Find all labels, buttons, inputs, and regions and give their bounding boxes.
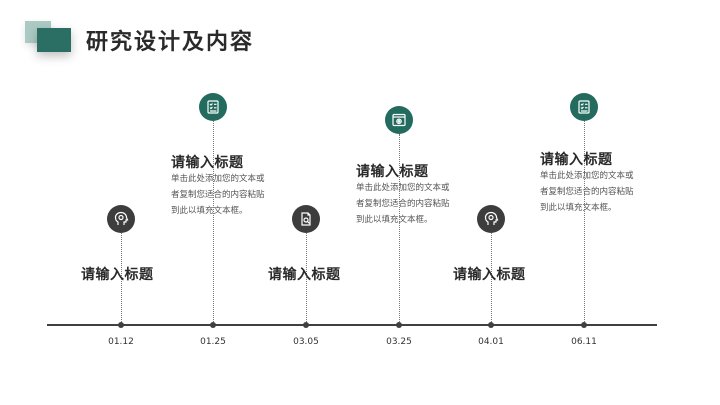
timeline-date: 03.25 (386, 337, 412, 347)
browser-gear-icon (392, 113, 406, 127)
timeline-axis (47, 324, 657, 326)
milestone-icon-3[interactable] (292, 205, 320, 233)
timeline-dot (581, 322, 587, 328)
milestone-heading-5: 请输入标题 (453, 267, 526, 283)
head-gear-icon (484, 211, 499, 225)
page-title: 研究设计及内容 (86, 29, 255, 55)
milestone-heading-3: 请输入标题 (268, 267, 341, 283)
timeline-date: 04.01 (478, 337, 504, 347)
title-decoration-front (37, 28, 71, 52)
connector-line-4 (399, 134, 400, 322)
timeline-dot (396, 322, 402, 328)
connector-line-6 (584, 121, 585, 322)
timeline-date: 01.25 (200, 337, 226, 347)
timeline-dot (118, 322, 124, 328)
timeline-date: 06.11 (571, 337, 597, 347)
checklist-icon (207, 100, 219, 114)
connector-line-1 (121, 233, 122, 322)
milestone-description-6: 单击此处添加您的文本或 者复制您适合的内容粘贴 到此以填充文本框。 (540, 171, 634, 213)
connector-line-5 (491, 233, 492, 322)
milestone-heading-1: 请输入标题 (81, 267, 154, 283)
checklist-icon (578, 100, 590, 114)
timeline-date: 01.12 (108, 337, 134, 347)
milestone-icon-5[interactable] (477, 205, 505, 233)
milestone-heading-4: 请输入标题 (356, 164, 429, 180)
timeline-dot (303, 322, 309, 328)
milestone-heading-6: 请输入标题 (540, 152, 613, 168)
head-gear-icon (114, 211, 129, 225)
connector-line-2 (213, 121, 214, 322)
milestone-description-4: 单击此处添加您的文本或 者复制您适合的内容粘贴 到此以填充文本框。 (356, 183, 450, 225)
milestone-heading-2: 请输入标题 (171, 155, 244, 171)
milestone-icon-2[interactable] (199, 93, 227, 121)
milestone-icon-6[interactable] (570, 93, 598, 121)
milestone-description-2: 单击此处添加您的文本或 者复制您适合的内容粘贴 到此以填充文本框。 (171, 174, 265, 216)
timeline-dot (210, 322, 216, 328)
document-search-icon (301, 212, 311, 226)
timeline-date: 03.05 (293, 337, 319, 347)
connector-line-3 (306, 233, 307, 322)
milestone-icon-1[interactable] (107, 205, 135, 233)
timeline-dot (488, 322, 494, 328)
milestone-icon-4[interactable] (385, 106, 413, 134)
